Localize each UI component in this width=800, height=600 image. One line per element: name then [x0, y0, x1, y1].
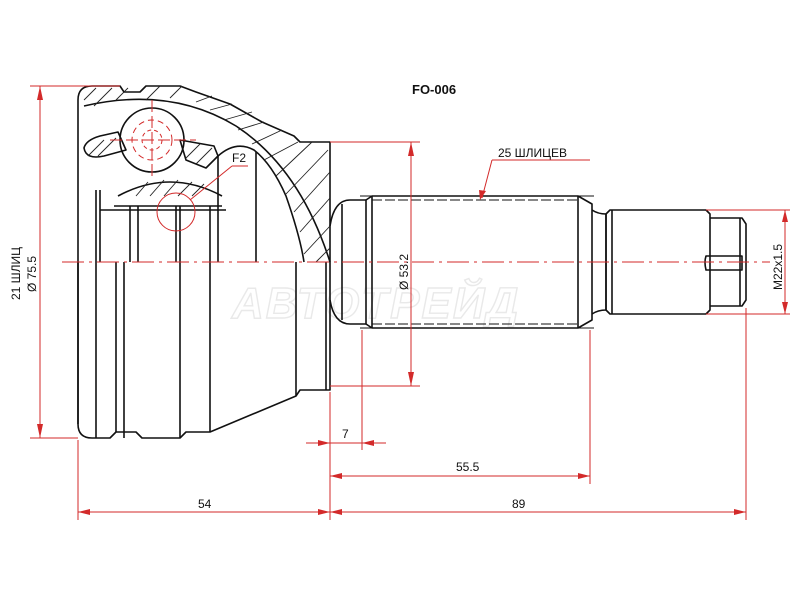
- section-hatching: [83, 85, 331, 263]
- part-number-title: FO-006: [412, 82, 456, 97]
- dimension-shaft-diameter: Ø 53.2: [330, 141, 420, 387]
- horizontal-dimensions: 7 55.5 54 89: [77, 308, 747, 520]
- dimension-thread: M22x1.5: [706, 209, 790, 315]
- spline-count-label: 25 ШЛИЦЕВ: [498, 146, 567, 160]
- housing-body: [77, 85, 331, 439]
- spline-count-callout: 25 ШЛИЦЕВ: [479, 146, 590, 200]
- shaft-length-label: 89: [512, 497, 526, 511]
- detail-callout-f2: F2: [156, 151, 248, 232]
- detail-ref-label: F2: [232, 151, 246, 165]
- watermark-text: АВТОТРЕЙД: [231, 277, 520, 328]
- spline-count-inner-label: 21 ШЛИЦ: [9, 247, 23, 300]
- outer-diameter-label: Ø 75.5: [25, 256, 39, 292]
- thread-label: M22x1.5: [771, 244, 785, 290]
- shaft: [329, 195, 747, 329]
- dimension-outer-diameter: 21 ШЛИЦ Ø 75.5: [9, 85, 120, 439]
- shaft-diameter-label: Ø 53.2: [397, 254, 411, 290]
- spline-length-label: 55.5: [456, 460, 480, 474]
- housing-length-label: 54: [198, 497, 212, 511]
- ball-center-marks: [110, 100, 196, 180]
- shoulder-length-label: 7: [342, 427, 349, 441]
